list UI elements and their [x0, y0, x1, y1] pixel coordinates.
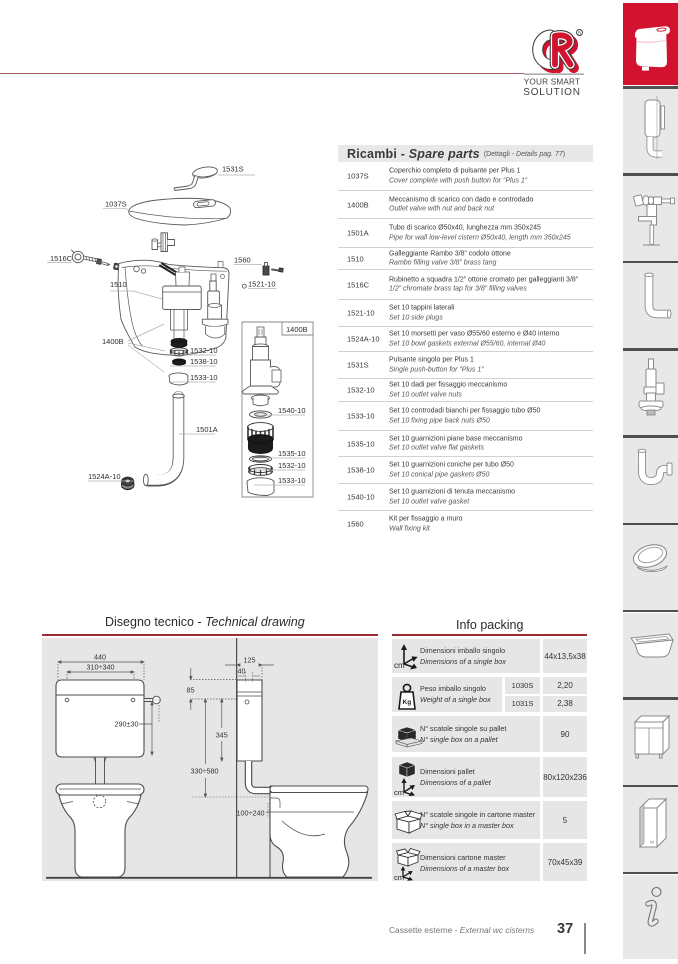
svg-text:SOLUTION: SOLUTION	[523, 87, 581, 98]
svg-text:R: R	[578, 31, 581, 36]
svg-text:1533-10: 1533-10	[278, 476, 306, 485]
svg-text:440: 440	[94, 653, 106, 662]
svg-text:1037S: 1037S	[105, 200, 127, 209]
svg-text:1538-10: 1538-10	[190, 357, 218, 366]
svg-text:1535-10: 1535-10	[278, 449, 306, 458]
svg-text:YOUR SMART: YOUR SMART	[524, 78, 580, 87]
svg-text:cm: cm	[394, 873, 404, 881]
svg-text:Kg: Kg	[403, 699, 412, 706]
svg-text:1532-10: 1532-10	[278, 461, 306, 470]
svg-text:1560: 1560	[234, 256, 251, 265]
svg-text:330÷580: 330÷580	[191, 767, 219, 776]
svg-text:125: 125	[244, 656, 256, 665]
svg-text:1532-10: 1532-10	[190, 346, 218, 355]
svg-text:1400B: 1400B	[102, 337, 124, 346]
svg-text:40: 40	[238, 667, 246, 676]
svg-text:1540-10: 1540-10	[278, 406, 306, 415]
svg-text:1531S: 1531S	[222, 165, 244, 174]
svg-text:290±30: 290±30	[115, 720, 139, 729]
svg-text:85: 85	[187, 686, 195, 695]
svg-text:310÷340: 310÷340	[87, 663, 115, 672]
svg-text:1521-10: 1521-10	[248, 280, 276, 289]
svg-text:1501A: 1501A	[196, 425, 218, 434]
svg-text:100÷240: 100÷240	[237, 809, 265, 818]
svg-text:1516C: 1516C	[50, 254, 73, 263]
svg-text:1510: 1510	[110, 280, 127, 289]
svg-text:1524A-10: 1524A-10	[88, 472, 121, 481]
svg-text:cm: cm	[394, 788, 404, 796]
svg-text:1400B: 1400B	[286, 325, 308, 334]
svg-text:1533-10: 1533-10	[190, 373, 218, 382]
svg-text:345: 345	[216, 731, 228, 740]
svg-text:cm: cm	[394, 661, 405, 670]
